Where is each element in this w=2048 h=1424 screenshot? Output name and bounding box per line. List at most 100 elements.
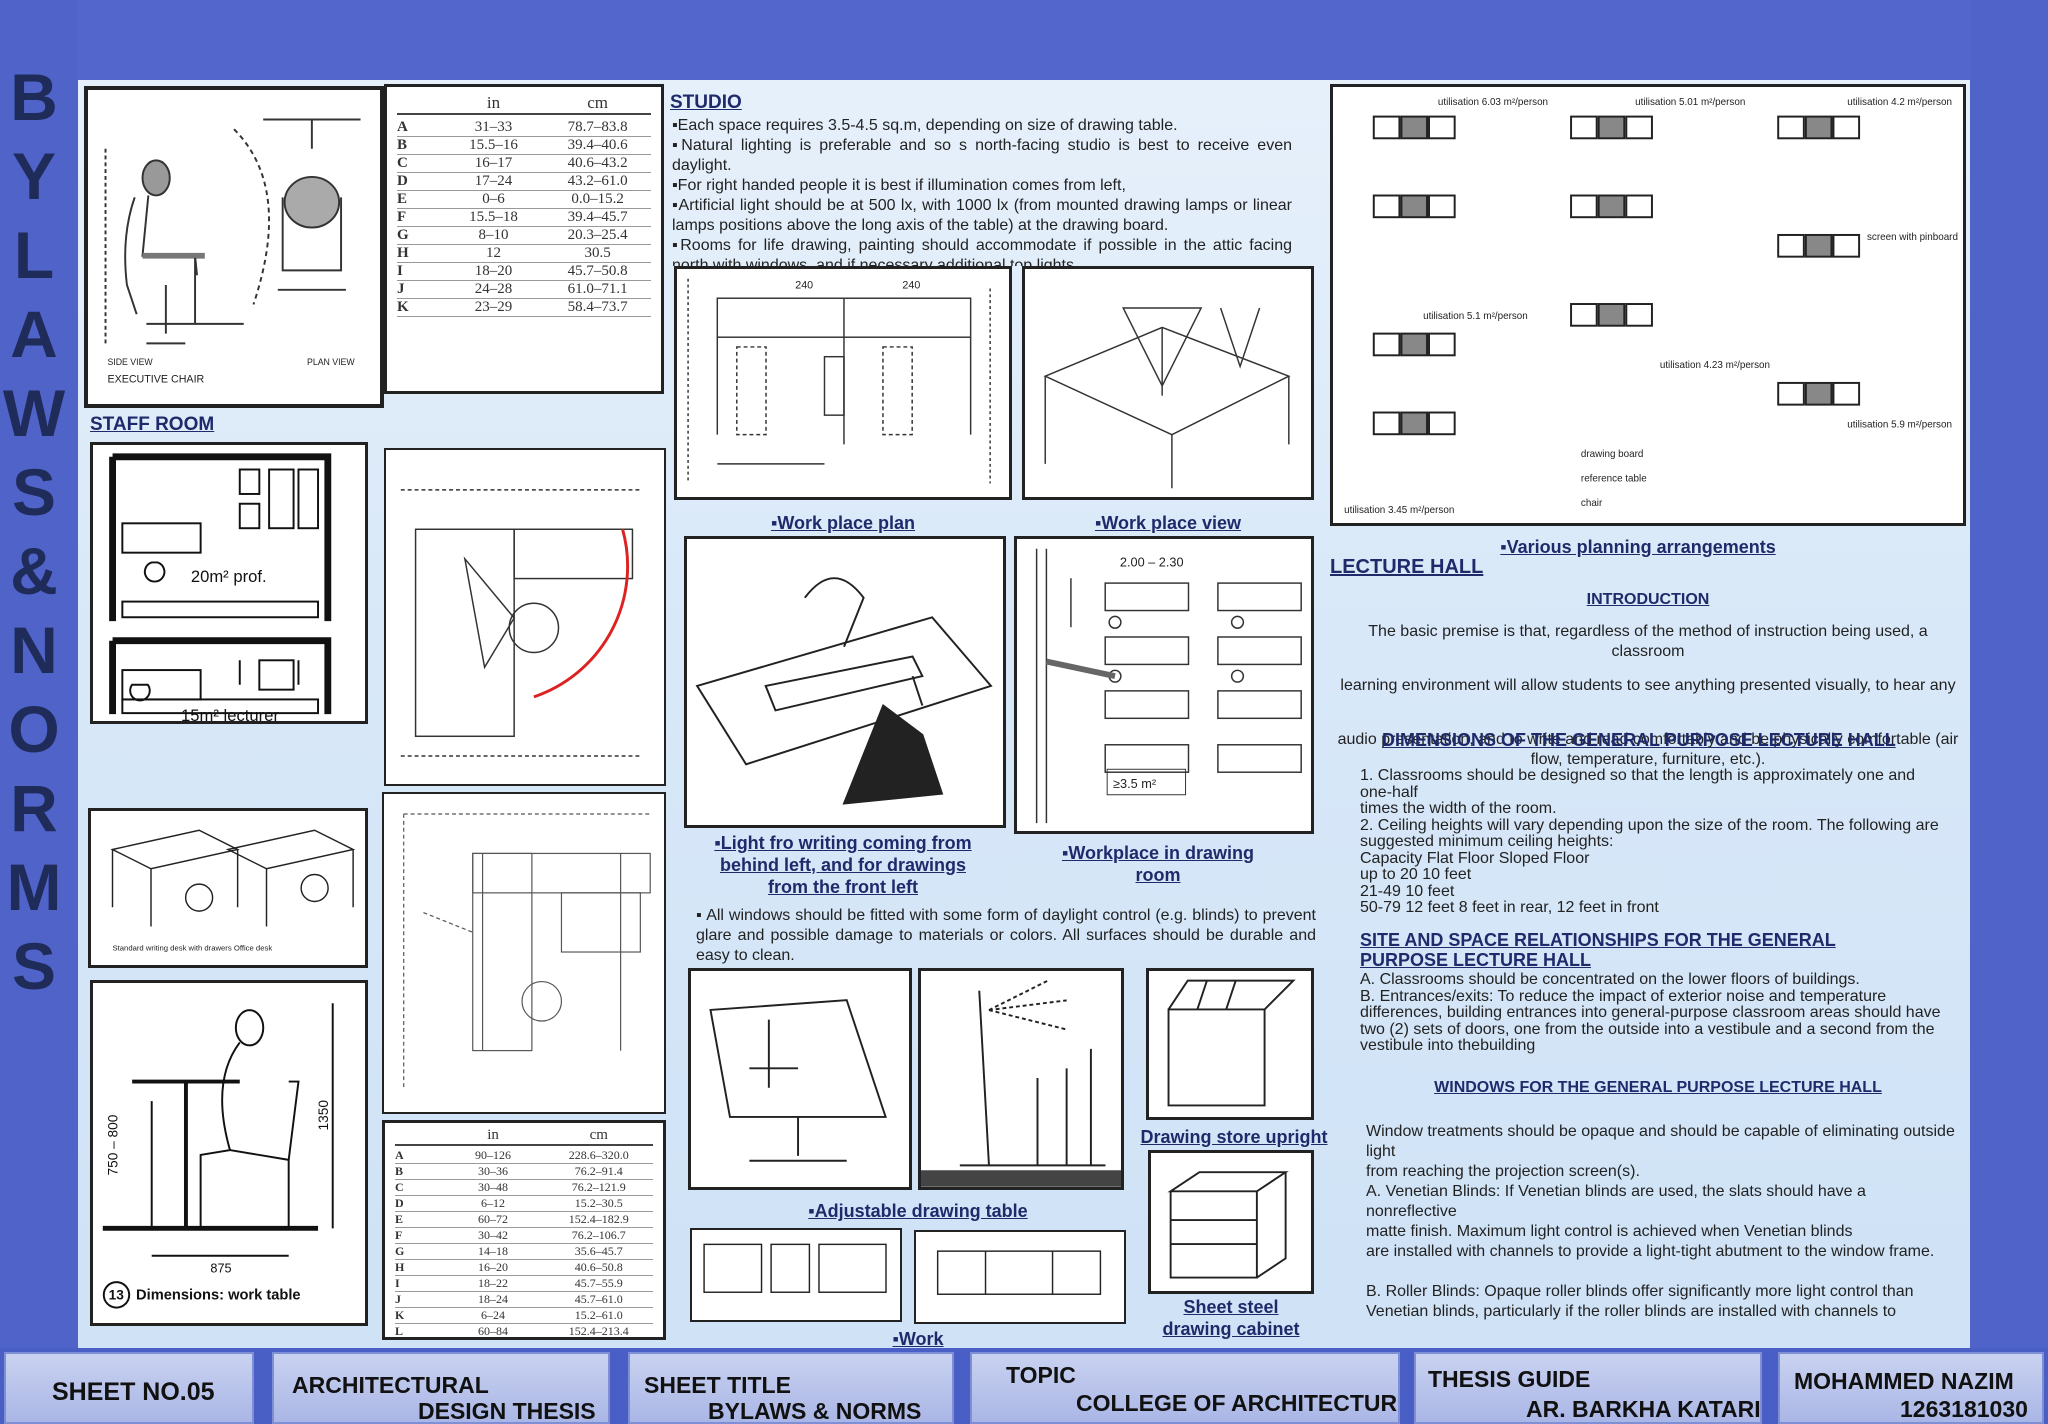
caption-sheet-steel: Sheet steel drawing cabinet xyxy=(1162,1297,1300,1339)
cell-cm: 0.0–15.2 xyxy=(571,191,624,207)
footer-author: MOHAMMED NAZIM 1263181030 xyxy=(1778,1352,2044,1424)
studio-bullet: ▪Each space requires 3.5-4.5 sq.m, depen… xyxy=(672,117,1178,134)
dimensions-text: 1. Classrooms should be designed so that… xyxy=(1360,767,1950,917)
windows-line: A. Venetian Blinds: If Venetian blinds a… xyxy=(1366,1183,1866,1220)
side-view-label: SIDE VIEW xyxy=(107,357,153,367)
legend-drawing-board: drawing board xyxy=(1581,449,1643,460)
title-letter: & xyxy=(10,534,58,608)
cell-cm: 61.0–71.1 xyxy=(567,281,628,297)
legend-reference-table: reference table xyxy=(1581,474,1647,485)
work-table-figure: 750 – 800 1350 875 13 Dimensions: work t… xyxy=(90,980,368,1326)
row-letter: B xyxy=(395,1164,404,1178)
row-letter: G xyxy=(397,227,409,243)
room-prof-label: 20m² prof. xyxy=(191,567,267,586)
cell-cm: 228.6–320.0 xyxy=(568,1148,629,1162)
cell-cm: 45.7–50.8 xyxy=(567,263,628,279)
work-plan-figure-1 xyxy=(690,1228,902,1322)
cell-cm: 39.4–40.6 xyxy=(567,137,628,153)
workstation-plan-figure-1 xyxy=(384,448,666,786)
cell-in: 90–126 xyxy=(475,1148,512,1162)
writing-desk-figure: Standard writing desk with drawers Offic… xyxy=(88,808,368,968)
footer-topic-value: COLLEGE OF ARCHITECTURE xyxy=(1076,1390,1400,1416)
studio-bullet: ▪Rooms for life drawing, painting should… xyxy=(672,237,1292,266)
footer-arch-line2: DESIGN THESIS xyxy=(418,1398,596,1424)
executive-chair-label: EXECUTIVE CHAIR xyxy=(107,373,204,385)
row-letter: F xyxy=(395,1228,403,1242)
table-row: B 30–36 76.2–91.4 xyxy=(395,1164,653,1180)
row-letter: E xyxy=(395,1212,404,1226)
plan-label: utilisation 5.9 m²/person xyxy=(1847,419,1952,430)
plan-label: utilisation 6.03 m²/person xyxy=(1438,97,1548,108)
footer-sheet-title: SHEET TITLE BYLAWS & NORMS xyxy=(628,1352,954,1424)
cell-in: 24–28 xyxy=(474,281,513,297)
studio-windows-note: ▪ All windows should be fitted with some… xyxy=(696,907,1316,964)
site-space-heading: SITE AND SPACE RELATIONSHIPS FOR THE GEN… xyxy=(1360,930,1836,970)
staff-room-heading: STAFF ROOM xyxy=(90,414,215,435)
footer-topic: TOPIC COLLEGE OF ARCHITECTURE xyxy=(970,1352,1400,1424)
studio-text: ▪Each space requires 3.5-4.5 sq.m, depen… xyxy=(672,116,1292,266)
cell-in: 16–17 xyxy=(474,155,513,171)
row-letter: G xyxy=(395,1244,405,1258)
dims-line: 2. Ceiling heights will vary depending u… xyxy=(1360,816,1939,834)
row-letter: I xyxy=(397,263,403,279)
vertical-title: B Y L A W S & N O R M S xyxy=(0,58,68,1006)
footer-thesis: ARCHITECTURAL DESIGN THESIS xyxy=(272,1352,610,1424)
intro-text-2: learning environment will allow students… xyxy=(1340,677,1956,694)
caption-light-writing: ▪Light fro writing coming from behind le… xyxy=(714,833,972,897)
cell-cm: 43.2–61.0 xyxy=(567,173,628,189)
footer-guide-label: THESIS GUIDE xyxy=(1428,1366,1591,1392)
cell-cm: 58.4–73.7 xyxy=(567,299,628,315)
windows-line: B. Roller Blinds: Opaque roller blinds o… xyxy=(1366,1283,1914,1300)
sheet-number: SHEET NO.05 xyxy=(52,1378,215,1406)
row-letter: A xyxy=(395,1148,404,1162)
row-letter: J xyxy=(395,1292,401,1306)
left-banner xyxy=(0,0,78,1350)
cell-in: 31–33 xyxy=(474,119,513,135)
windows-line xyxy=(1366,1262,1956,1282)
windows-line: Venetian blinds, particularly if the rol… xyxy=(1366,1303,1897,1320)
table-row: A 90–126 228.6–320.0 xyxy=(395,1148,653,1164)
studio-heading: STUDIO xyxy=(670,92,742,113)
dims-line: 21-49 10 feet xyxy=(1360,882,1455,900)
cell-in: 8–10 xyxy=(478,227,509,243)
executive-chair-figure: SIDE VIEW PLAN VIEW EXECUTIVE CHAIR xyxy=(84,86,384,408)
site-line: A. Classrooms should be concentrated on … xyxy=(1360,971,1860,988)
dims-line: suggested minimum ceiling heights: xyxy=(1360,833,1614,850)
header-cm: cm xyxy=(589,1127,608,1143)
caption-workplace-drawing-room: ▪Workplace in drawing room xyxy=(1061,843,1255,885)
footer-arch-line1: ARCHITECTURAL xyxy=(292,1372,489,1398)
row-letter: C xyxy=(395,1180,404,1194)
plan-label: utilisation 4.2 m²/person xyxy=(1847,97,1952,108)
title-letter: S xyxy=(11,455,57,529)
cell-in: 16–20 xyxy=(478,1260,509,1274)
svg-text:1350: 1350 xyxy=(316,1100,331,1131)
title-letter: N xyxy=(10,613,58,687)
row-letter: F xyxy=(397,209,407,225)
cell-in: 6–12 xyxy=(481,1196,506,1210)
cell-in: 30–36 xyxy=(478,1164,509,1178)
cell-cm: 40.6–43.2 xyxy=(567,155,628,171)
cell-cm: 76.2–91.4 xyxy=(574,1164,623,1178)
adjustable-table-figure-2 xyxy=(918,968,1124,1190)
dimensions-heading: DIMENSIONS OF THE GENERAL PURPOSE LECTUR… xyxy=(1382,730,1896,750)
plan-label: utilisation 4.23 m²/person xyxy=(1660,360,1770,371)
cell-in: 18–22 xyxy=(478,1276,509,1290)
intro-text-3: audio presentation, and to write and rea… xyxy=(1337,731,1959,768)
row-letter: H xyxy=(395,1260,405,1274)
workplace-dimension: 2.00 – 2.30 xyxy=(1120,554,1184,569)
legend-chair: chair xyxy=(1581,498,1603,509)
caption-work-place-view: ▪Work place view xyxy=(1094,513,1242,533)
footer-guide: THESIS GUIDE AR. BARKHA KATARIA xyxy=(1414,1352,1762,1424)
svg-text:750 – 800: 750 – 800 xyxy=(105,1114,120,1175)
